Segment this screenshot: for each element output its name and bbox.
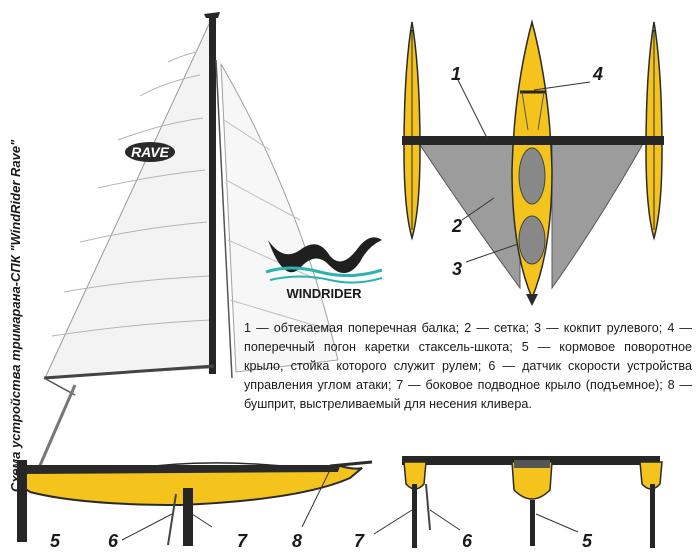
top-view: 1 2 3 4 <box>402 19 664 306</box>
windrider-logo: WINDRIDER <box>265 237 383 301</box>
mainsail <box>44 21 214 379</box>
top-leaders <box>457 79 591 263</box>
front-left-foil <box>412 484 417 548</box>
front-speed-sensor <box>425 483 431 531</box>
jib-sail <box>220 63 339 373</box>
side-leaders <box>121 469 331 541</box>
front-view: 7 6 5 <box>354 456 663 551</box>
rear-strut <box>36 384 77 471</box>
label-1: 1 <box>451 64 461 84</box>
masthead <box>204 12 220 18</box>
label-8-side: 8 <box>292 531 302 551</box>
bow-fitting <box>526 294 538 306</box>
label-2: 2 <box>451 216 462 236</box>
logo-text: WINDRIDER <box>286 286 362 301</box>
deck-stripe <box>20 466 340 474</box>
jib-seams <box>223 119 331 331</box>
cockpit-front <box>518 147 546 205</box>
logo-wave-mark <box>268 237 382 274</box>
mast <box>209 14 216 374</box>
sail-battens <box>51 51 211 337</box>
logo-water <box>265 266 383 277</box>
label-6-side: 6 <box>108 531 119 551</box>
logo-water-2 <box>269 275 383 284</box>
side-view: RAVE 5 6 7 8 <box>17 12 373 551</box>
cockpit-rear <box>518 215 546 265</box>
label-4: 4 <box>592 64 603 84</box>
backstay <box>43 377 76 396</box>
bowsprit <box>329 460 373 468</box>
lifting-foil-strut <box>183 488 193 546</box>
vertical-title: Схема устройства тримарана-СПК "WindRide… <box>8 139 23 492</box>
label-7-front: 7 <box>354 531 365 551</box>
speed-sensor <box>167 493 177 546</box>
front-center-hull <box>511 461 553 500</box>
front-leaders <box>373 509 579 535</box>
front-cockpit-rim <box>514 460 550 468</box>
boom <box>43 364 215 380</box>
label-3: 3 <box>452 259 462 279</box>
crossbeam <box>402 136 664 145</box>
shroud <box>215 59 233 379</box>
front-rudder <box>530 500 535 546</box>
main-hull <box>17 465 363 507</box>
traveller-lines <box>521 91 545 131</box>
label-6-front: 6 <box>462 531 473 551</box>
sail-logo <box>125 142 175 162</box>
sail-logo-text: RAVE <box>131 144 170 160</box>
stern-rudder <box>17 460 27 542</box>
label-5-front: 5 <box>582 531 593 551</box>
label-7-side: 7 <box>237 531 248 551</box>
cockpit-bulge <box>109 462 301 473</box>
front-right-foil <box>650 484 655 548</box>
trampoline-net-right <box>551 141 645 290</box>
legend-caption: 1 — обтекаемая поперечная балка; 2 — сет… <box>244 321 692 411</box>
label-5-side: 5 <box>50 531 61 551</box>
